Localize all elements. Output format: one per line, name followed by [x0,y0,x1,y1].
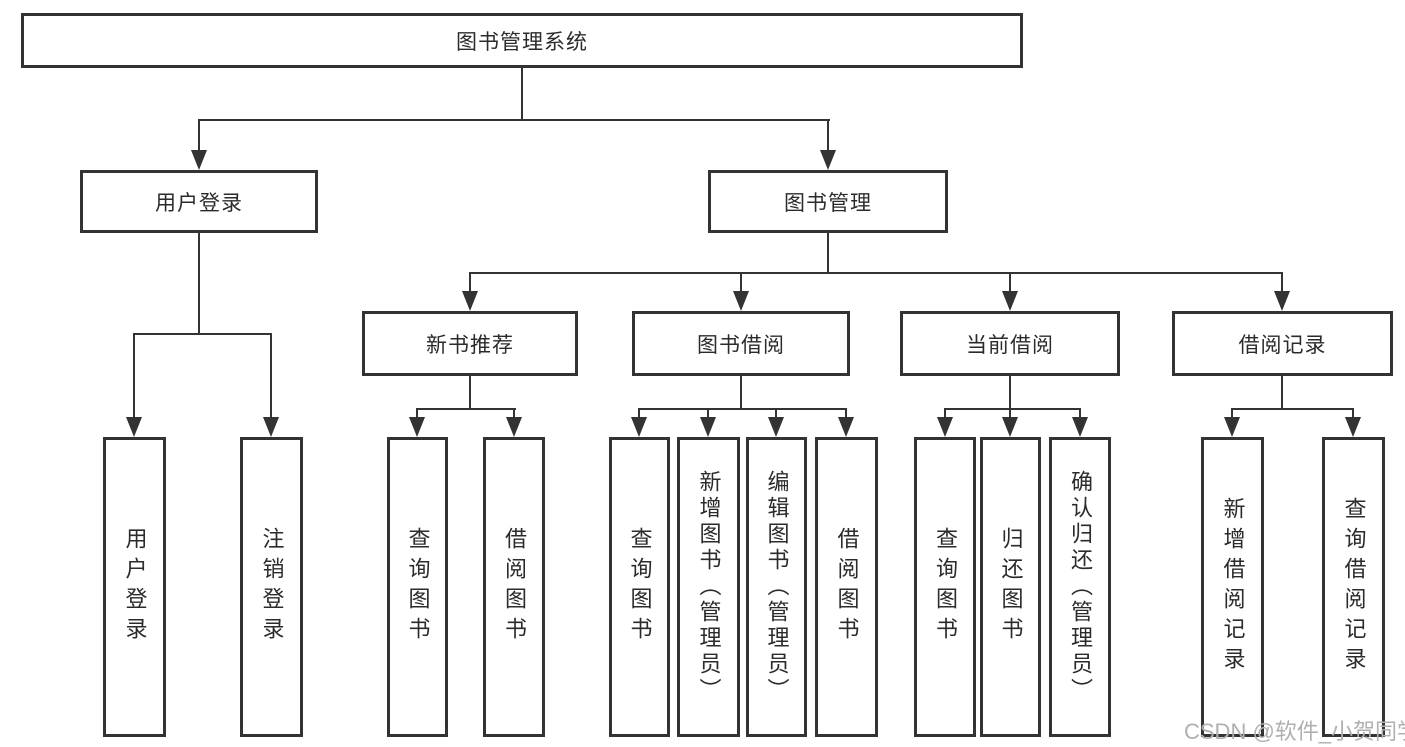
arrowhead [820,150,836,170]
connector [198,119,830,121]
node-borrowing-records: 借阅记录 [1172,311,1393,376]
connector [707,408,709,419]
leaf-query-books-3: 查询图书 [914,437,976,737]
node-current-borrowing: 当前借阅 [900,311,1120,376]
arrowhead [937,417,953,437]
node-new-book-recommendation: 新书推荐 [362,311,578,376]
connector [513,408,515,419]
connector [469,272,471,293]
connector [1231,408,1354,410]
node-label: 图书管理系统 [456,30,588,54]
connector [1281,272,1283,293]
arrowhead [1002,291,1018,311]
arrowhead [733,291,749,311]
leaf-confirm-return-admin: 确认归还（管理员） [1049,437,1111,737]
connector [198,233,200,335]
arrowhead [1345,417,1361,437]
node-label: 当前借阅 [966,333,1054,357]
connector [845,408,847,419]
node-label: 图书借阅 [697,333,785,357]
connector [133,333,272,335]
leaf-query-books-2: 查询图书 [609,437,670,737]
connector [1231,408,1233,419]
arrowhead [1274,291,1290,311]
node-label: 查询图书 [933,527,958,647]
node-label: 用户登录 [155,191,243,215]
leaf-return-books: 归还图书 [980,437,1041,737]
connector [1009,376,1011,410]
connector [133,333,135,419]
arrowhead [263,417,279,437]
arrowhead [631,417,647,437]
arrowhead [700,417,716,437]
arrowhead [191,150,207,170]
arrowhead [1224,417,1240,437]
node-book-borrowing: 图书借阅 [632,311,850,376]
node-label: 新书推荐 [426,333,514,357]
connector [944,408,1081,410]
connector [469,376,471,410]
node-label: 借阅记录 [1238,333,1327,357]
node-label: 新增借阅记录 [1220,497,1246,677]
connector [638,408,847,410]
node-label: 归还图书 [998,527,1024,647]
leaf-edit-books-admin: 编辑图书（管理员） [746,437,807,737]
connector [198,119,200,151]
csdn-watermark: CSDN @软件_小贺同学 [1184,719,1405,744]
connector [1079,408,1081,419]
node-label: 确认归还（管理员） [1068,470,1093,704]
node-book-management-branch: 图书管理 [708,170,948,233]
connector [740,376,742,410]
connector [740,272,742,293]
node-label: 编辑图书（管理员） [764,470,790,704]
leaf-borrow-books-1: 借阅图书 [483,437,545,737]
node-label: 借阅图书 [502,527,527,647]
arrowhead [462,291,478,311]
arrowhead [838,417,854,437]
connector [416,408,418,419]
leaf-query-borrow-record: 查询借阅记录 [1322,437,1385,737]
arrowhead [768,417,784,437]
node-label: 注销登录 [259,527,285,647]
connector [944,408,946,419]
leaf-logout: 注销登录 [240,437,303,737]
arrowhead [1002,417,1018,437]
arrowhead [126,417,142,437]
node-label: 借阅图书 [834,527,860,647]
leaf-borrow-books-2: 借阅图书 [815,437,878,737]
arrowhead [506,417,522,437]
node-label: 查询图书 [627,527,653,647]
node-label: 查询图书 [405,527,431,647]
connector [1281,376,1283,410]
connector [1009,272,1011,293]
node-label: 新增图书（管理员） [696,470,722,704]
leaf-add-borrow-record: 新增借阅记录 [1201,437,1264,737]
connector [775,408,777,419]
leaf-query-books-1: 查询图书 [387,437,448,737]
leaf-add-books-admin: 新增图书（管理员） [677,437,740,737]
connector [827,233,829,274]
connector [270,333,272,419]
node-library-management-system: 图书管理系统 [21,13,1023,68]
arrowhead [409,417,425,437]
node-label: 用户登录 [122,527,148,647]
connector [1352,408,1354,419]
connector [469,272,1283,274]
connector [521,68,523,121]
arrowhead [1072,417,1088,437]
node-label: 图书管理 [784,191,872,215]
connector [638,408,640,419]
leaf-user-login: 用户登录 [103,437,166,737]
connector [827,119,829,151]
connector [1009,408,1011,419]
connector [416,408,516,410]
node-label: 查询借阅记录 [1341,497,1367,677]
node-user-login-branch: 用户登录 [80,170,318,233]
